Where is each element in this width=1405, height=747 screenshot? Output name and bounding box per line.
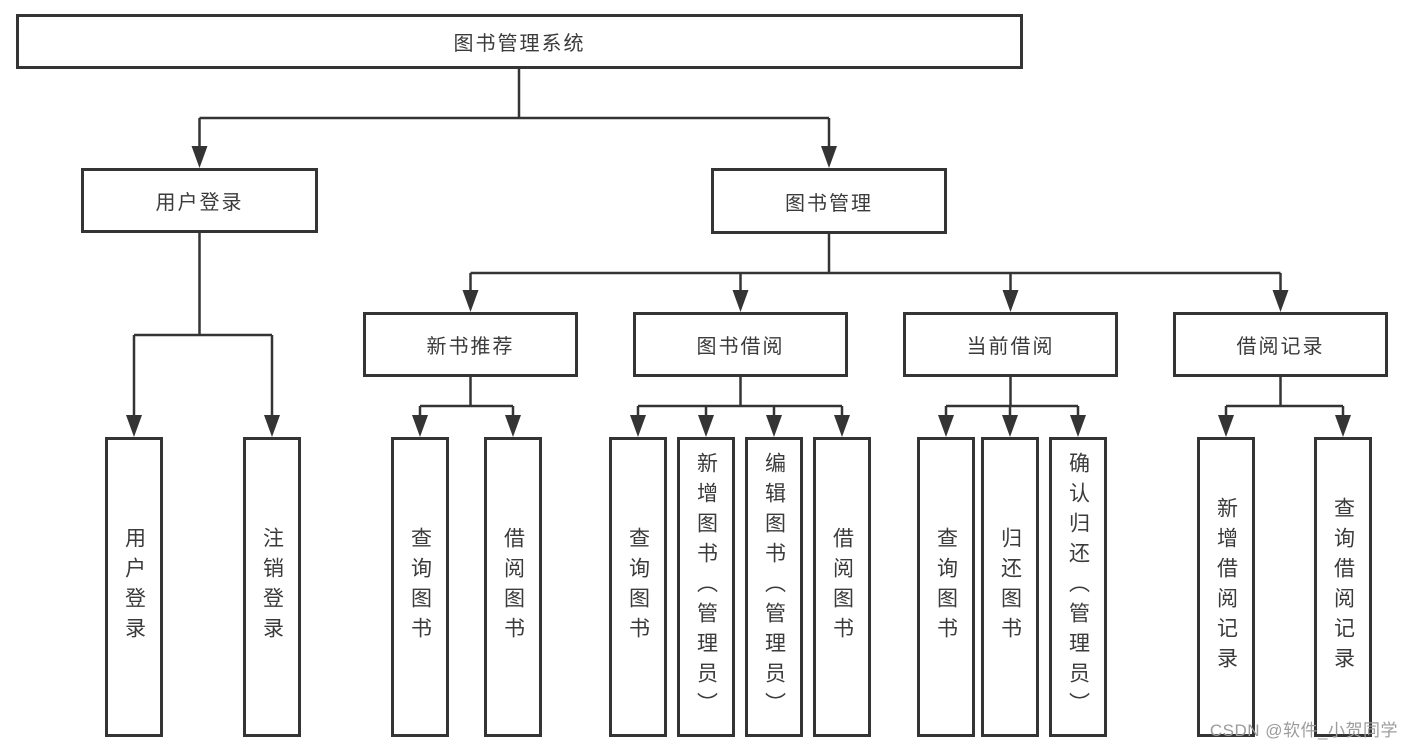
leaf-current-query-book: 查询图书 — [917, 437, 975, 737]
leaf-record-query-borrow-record: 查询借阅记录 — [1314, 437, 1372, 737]
node-current-borrow: 当前借阅 — [903, 312, 1118, 377]
node-root-system: 图书管理系统 — [16, 14, 1023, 69]
leaf-current-return-book: 归还图书 — [981, 437, 1039, 737]
csdn-watermark: CSDN @软件_小贺同学 — [1209, 721, 1398, 740]
leaf-record-add-borrow-record: 新增借阅记录 — [1197, 437, 1255, 737]
leaf-recommend-query-book: 查询图书 — [391, 437, 449, 737]
node-book-management: 图书管理 — [711, 168, 947, 234]
node-borrow-record: 借阅记录 — [1173, 312, 1388, 377]
leaf-current-confirm-return-admin: 确认归还（管理员） — [1049, 437, 1107, 737]
node-user-login: 用户登录 — [81, 168, 318, 233]
node-book-borrow: 图书借阅 — [633, 312, 848, 377]
leaf-borrow-add-book-admin: 新增图书（管理员） — [677, 437, 735, 737]
leaf-recommend-borrow-book: 借阅图书 — [484, 437, 542, 737]
leaf-borrow-borrow-book: 借阅图书 — [813, 437, 871, 737]
leaf-borrow-edit-book-admin: 编辑图书（管理员） — [745, 437, 803, 737]
leaf-borrow-query-book: 查询图书 — [609, 437, 667, 737]
leaf-logout: 注销登录 — [243, 437, 301, 737]
node-new-book-recommend: 新书推荐 — [363, 312, 578, 377]
leaf-user-login: 用户登录 — [105, 437, 163, 737]
